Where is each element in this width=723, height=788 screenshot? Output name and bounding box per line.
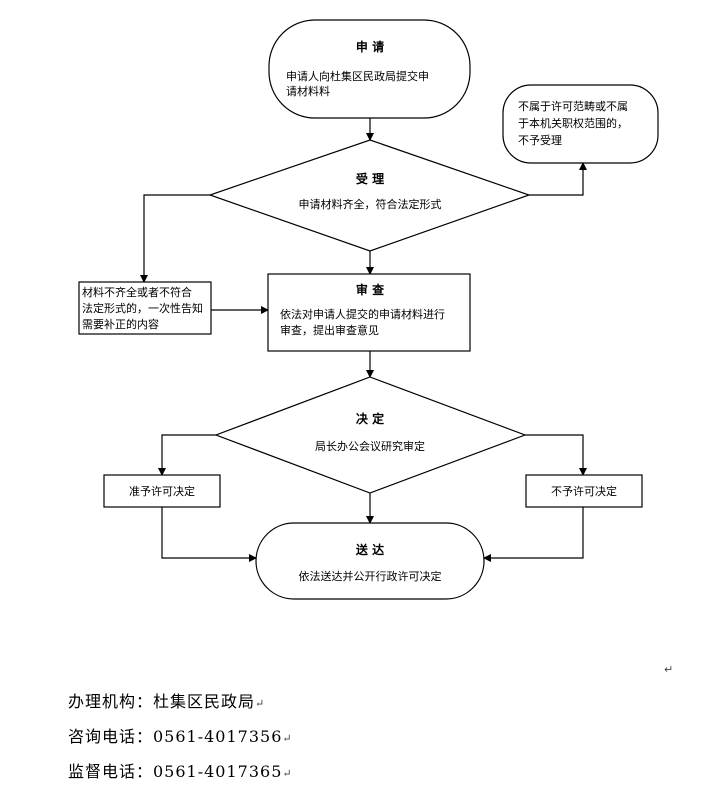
approve-text: 准予许可决定 bbox=[129, 484, 195, 498]
node-accept: 受 理 申请材料齐全，符合法定形式 bbox=[208, 139, 531, 252]
arrow-accept-to-incomplete bbox=[140, 194, 210, 283]
accept-text: 申请材料齐全，符合法定形式 bbox=[299, 197, 442, 211]
node-reject-scope: 不属于许可范畴或不属 于本机关职权范围的， 不予受理 bbox=[502, 84, 659, 164]
arrow-decide-to-approve bbox=[158, 434, 216, 476]
consult-text: 咨询电话：0561-4017356 bbox=[68, 727, 283, 746]
paragraph-mark: ↵ bbox=[255, 697, 266, 710]
arrow-deny-to-deliver bbox=[483, 507, 584, 562]
supervise-text: 监督电话：0561-4017365 bbox=[68, 762, 283, 781]
incomplete-line-3: 需要补正的内容 bbox=[82, 317, 159, 331]
apply-text-1: 申请人向杜集区民政局提交申 bbox=[286, 69, 429, 83]
connectors bbox=[140, 118, 587, 562]
reject-scope-line-1: 不属于许可范畴或不属 bbox=[518, 99, 628, 113]
consult-line: 咨询电话：0561-4017356↵ bbox=[68, 723, 293, 747]
node-deliver: 送 达 依法送达并公开行政许可决定 bbox=[255, 522, 485, 600]
paragraph-mark: ↵ bbox=[282, 732, 293, 745]
node-decide: 决 定 局长办公会议研究审定 bbox=[214, 376, 527, 494]
node-approve: 准予许可决定 bbox=[103, 474, 221, 508]
decide-text: 局长办公会议研究审定 bbox=[315, 439, 425, 453]
review-title: 审 查 bbox=[356, 282, 385, 297]
reject-scope-line-3: 不予受理 bbox=[518, 134, 562, 147]
agency-text: 办理机构：杜集区民政局 bbox=[68, 692, 256, 711]
incomplete-line-2: 法定形式的，一次性告知 bbox=[82, 301, 203, 315]
deny-text: 不予许可决定 bbox=[551, 484, 617, 498]
reject-scope-line-2: 于本机关职权范围的， bbox=[518, 116, 628, 130]
arrow-decide-to-deny bbox=[525, 434, 587, 476]
review-text-2: 审查，提出审查意见 bbox=[280, 323, 379, 337]
paragraph-mark: ↵ bbox=[664, 663, 674, 676]
apply-text-2: 请材料料 bbox=[286, 84, 330, 98]
deliver-title: 送 达 bbox=[355, 542, 384, 557]
node-deny: 不予许可决定 bbox=[525, 474, 643, 508]
supervise-line: 监督电话：0561-4017365↵ bbox=[68, 758, 293, 782]
incomplete-line-1: 材料不齐全或者不符合 bbox=[82, 285, 192, 299]
agency-line: 办理机构：杜集区民政局↵ bbox=[68, 688, 265, 712]
review-text-1: 依法对申请人提交的申请材料进行 bbox=[280, 307, 445, 321]
flowchart: 申 请 申请人向杜集区民政局提交申 请材料料 不属于许可范畴或不属 于本机关职权… bbox=[78, 19, 659, 600]
apply-title: 申 请 bbox=[356, 39, 384, 54]
decide-title: 决 定 bbox=[356, 411, 384, 426]
accept-title: 受 理 bbox=[356, 171, 384, 186]
node-review: 审 查 依法对申请人提交的申请材料进行 审查，提出审查意见 bbox=[267, 273, 471, 352]
node-apply: 申 请 申请人向杜集区民政局提交申 请材料料 bbox=[268, 19, 471, 119]
arrow-approve-to-deliver bbox=[161, 507, 257, 562]
paragraph-mark: ↵ bbox=[282, 767, 293, 780]
node-incomplete: 材料不齐全或者不符合 法定形式的，一次性告知 需要补正的内容 bbox=[78, 281, 212, 335]
deliver-text: 依法送达并公开行政许可决定 bbox=[299, 569, 442, 583]
arrow-accept-to-reject bbox=[529, 162, 587, 196]
